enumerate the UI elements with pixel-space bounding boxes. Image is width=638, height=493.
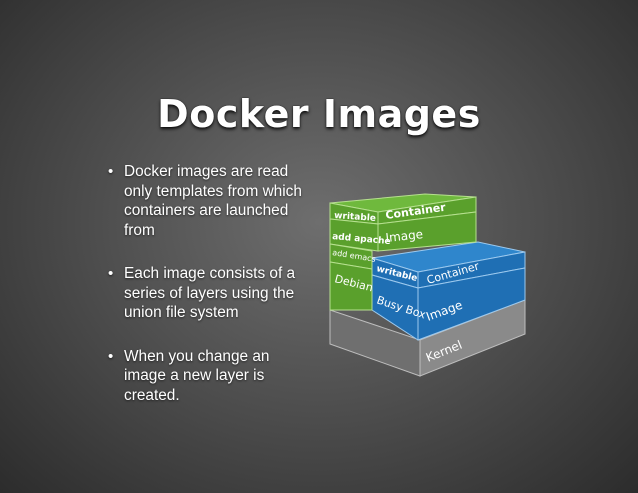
bullet-dot: • bbox=[108, 163, 114, 180]
green-image-label: Image bbox=[385, 227, 424, 245]
green-writable-label: writable bbox=[334, 211, 376, 224]
slide-title: Docker Images bbox=[157, 92, 481, 136]
blue-image-face bbox=[417, 267, 526, 341]
bullet-item: • When you change an image a new layer is… bbox=[106, 347, 311, 406]
bullet-item: • Docker images are read only templates f… bbox=[106, 162, 311, 240]
bullet-dot: • bbox=[108, 265, 114, 282]
bullet-list: • Docker images are read only templates f… bbox=[106, 162, 311, 429]
bullet-text: When you change an image a new layer is … bbox=[124, 347, 270, 404]
bullet-text: Each image consists of a series of layer… bbox=[124, 265, 296, 321]
green-image-face bbox=[377, 211, 477, 252]
bullet-dot: • bbox=[108, 347, 114, 365]
bullet-item: • Each image consists of a series of laye… bbox=[106, 264, 311, 323]
bullet-text: Docker images are read only templates fr… bbox=[124, 163, 302, 239]
green-debian-face bbox=[329, 261, 373, 311]
